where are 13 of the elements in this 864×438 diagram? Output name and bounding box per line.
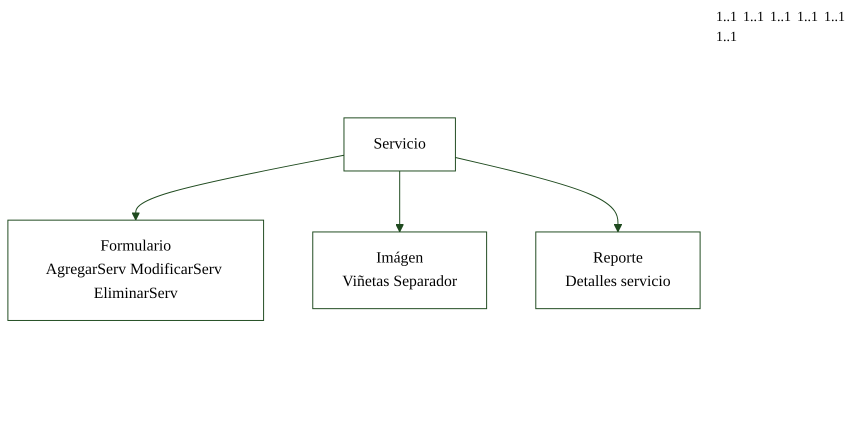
multiplicity-label: 1..1: [770, 10, 791, 26]
multiplicity-label: 1..1: [824, 10, 845, 26]
multiplicity-label: 1..1: [716, 10, 737, 26]
node-box: Servicio: [343, 117, 456, 172]
multiplicity-label: 1..1: [716, 30, 737, 46]
arrow: [395, 170, 404, 232]
arrow: [131, 154, 344, 220]
node-box: Reporte Detalles servicio: [535, 231, 701, 309]
multiplicity-label: 1..1: [743, 10, 764, 26]
node-box: Formulario AgregarServ ModificarServ EliminarServ: [7, 219, 264, 321]
arrow: [454, 156, 622, 232]
multiplicity-label: 1..1: [797, 10, 818, 26]
node-box: Imágen Viñetas Separador: [312, 231, 488, 309]
